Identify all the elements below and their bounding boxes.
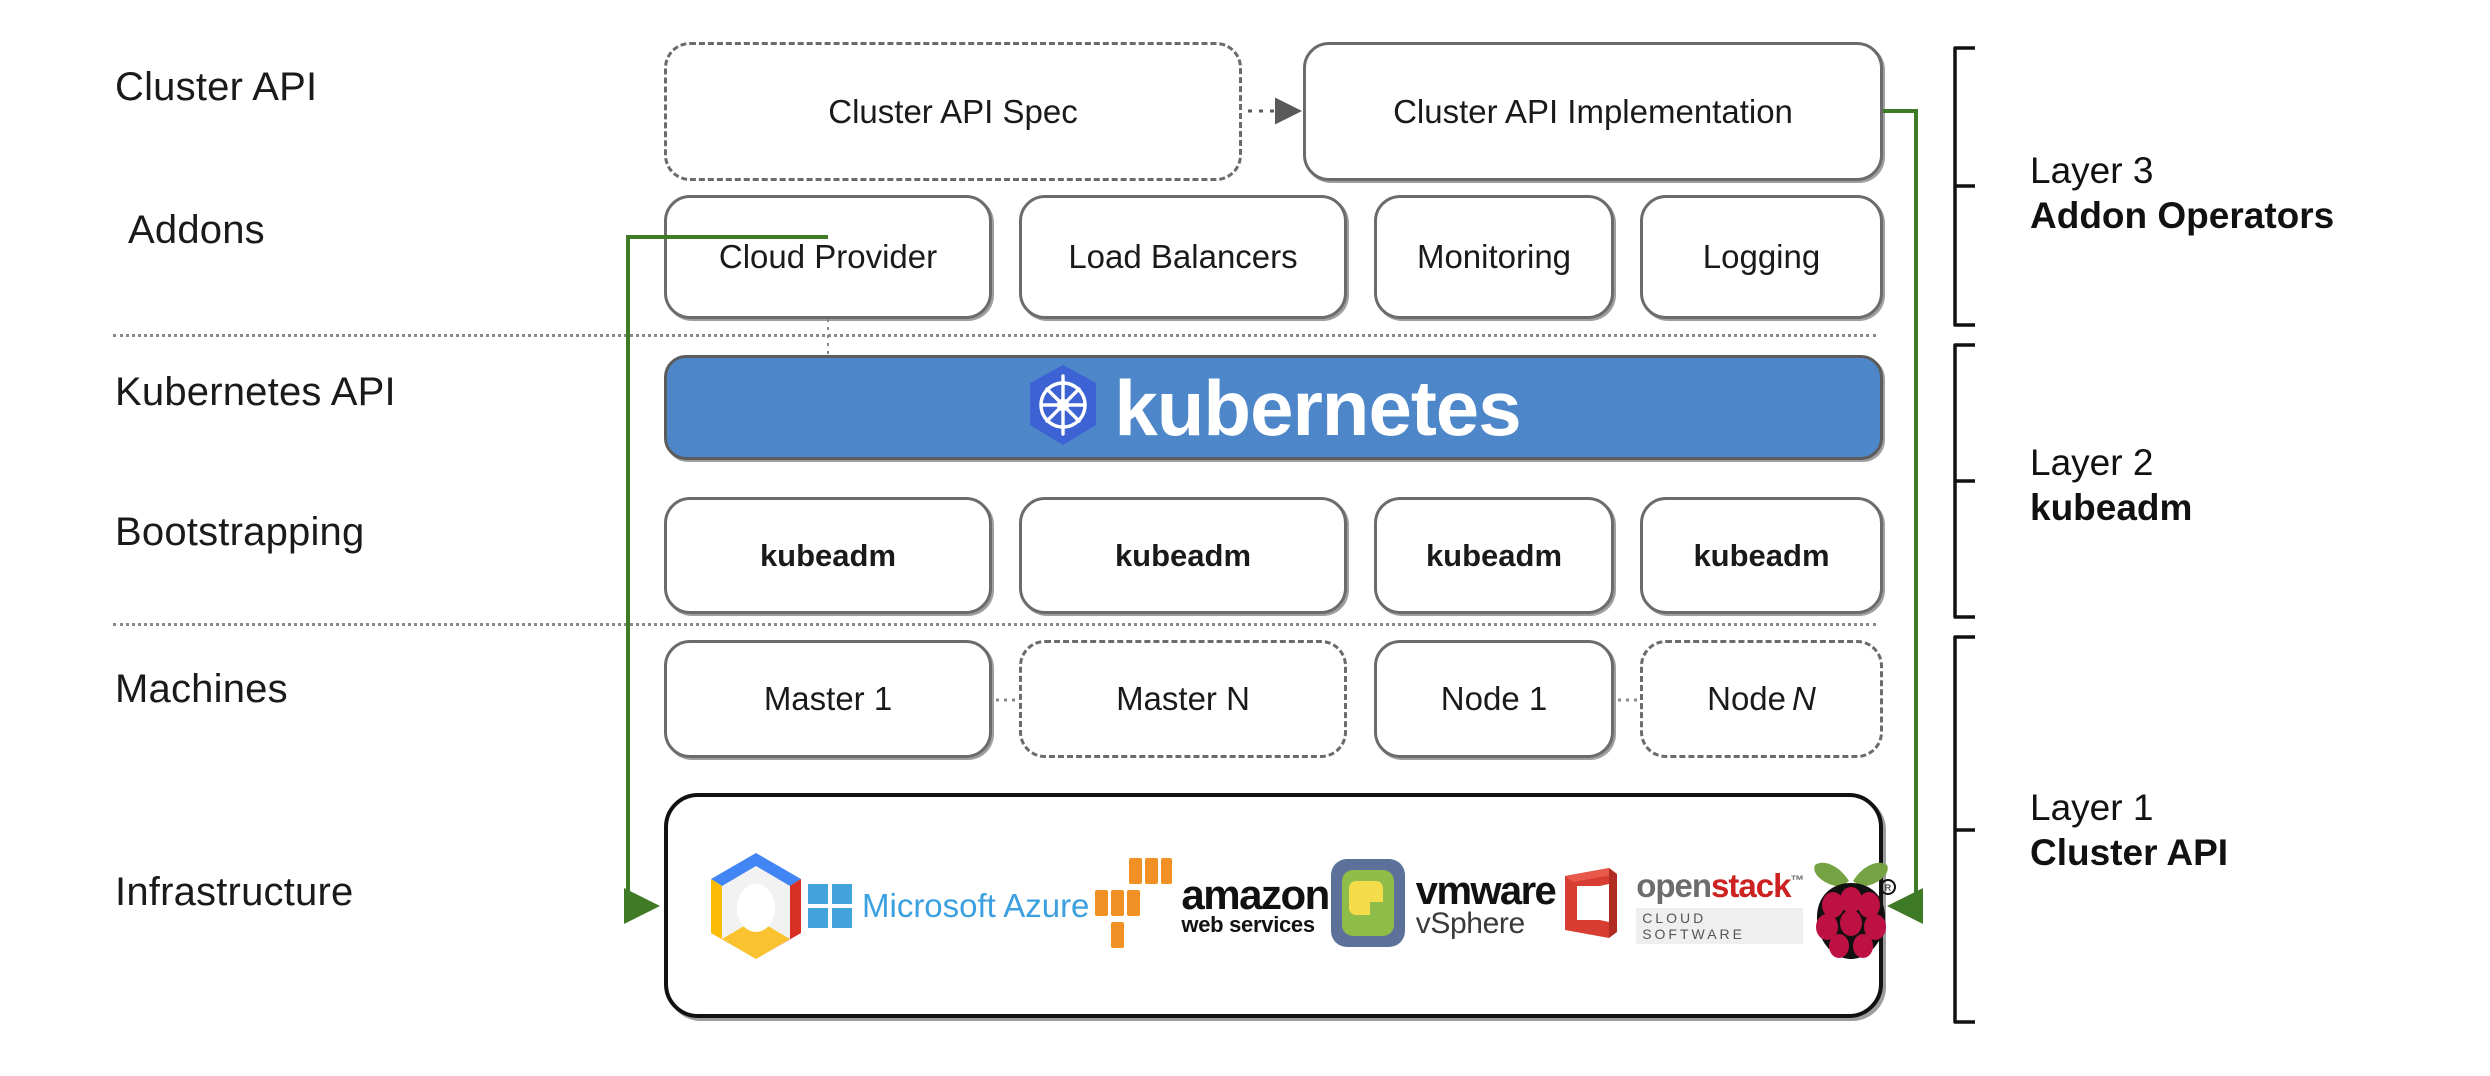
- node-label: kubeadm: [1114, 537, 1252, 573]
- node-cluster-api-spec[interactable]: Cluster API Spec: [664, 42, 1242, 181]
- node-kubeadm-3[interactable]: kubeadm: [1374, 497, 1614, 614]
- node-label: kubeadm: [1693, 537, 1830, 573]
- row-label-infrastructure: Infrastructure: [115, 870, 354, 914]
- node-addon-monitoring[interactable]: Monitoring: [1374, 195, 1614, 319]
- openstack-open-label: open: [1636, 867, 1712, 904]
- node-machine-node-1[interactable]: Node 1: [1374, 640, 1614, 758]
- row-label-cluster-api: Cluster API: [115, 65, 318, 109]
- vsphere-tile-icon: [1329, 857, 1407, 954]
- logo-raspberry-pi: R: [1803, 847, 1899, 965]
- node-label: Master 1: [763, 680, 893, 717]
- aws-primary-label: amazon: [1181, 871, 1330, 919]
- node-label: kubeadm: [759, 537, 897, 573]
- node-label-italic: N: [1792, 680, 1816, 717]
- node-addon-load-balancers[interactable]: Load Balancers: [1019, 195, 1347, 319]
- kubernetes-api-banner[interactable]: kubernetes: [664, 355, 1883, 460]
- layer-label-1: Layer 1 Cluster API: [2030, 785, 2228, 875]
- bracket-layer-3: [1953, 46, 1975, 327]
- node-kubeadm-1[interactable]: kubeadm: [664, 497, 992, 614]
- layer-1-subtitle: Cluster API: [2030, 832, 2229, 874]
- layer-label-3: Layer 3 Addon Operators: [2030, 148, 2334, 238]
- node-label: Logging: [1702, 238, 1821, 275]
- layer-label-2: Layer 2 kubeadm: [2030, 440, 2192, 530]
- openstack-secondary-label: CLOUD SOFTWARE: [1636, 908, 1804, 944]
- node-label: Cloud Provider: [718, 238, 938, 275]
- microsoft-window-icon: [808, 883, 852, 928]
- node-label: Cluster API Implementation: [1393, 92, 1793, 130]
- layer-2-name: Layer 2: [2030, 442, 2154, 483]
- node-kubeadm-4[interactable]: kubeadm: [1640, 497, 1883, 614]
- node-cluster-api-implementation[interactable]: Cluster API Implementation: [1303, 42, 1883, 181]
- layer-3-subtitle: Addon Operators: [2030, 195, 2335, 237]
- green-path-implementation-to-infrastructure: [1883, 109, 1923, 924]
- node-label: Monitoring: [1416, 238, 1572, 275]
- aws-secondary-label: web services: [1181, 912, 1315, 937]
- node-machine-master-1[interactable]: Master 1: [664, 640, 992, 758]
- provider-logo-strip: Microsoft Azure: [668, 847, 1897, 965]
- node-label: Master N: [1116, 680, 1250, 717]
- divider-layer3-layer2: [113, 334, 1876, 337]
- row-label-addons: Addons: [128, 208, 265, 252]
- row-label-bootstrapping: Bootstrapping: [115, 510, 365, 554]
- logo-amazon-web-services: amazon web services: [1089, 852, 1330, 959]
- bracket-layer-1: [1953, 635, 1975, 1024]
- row-label-kubernetes-api: Kubernetes API: [115, 370, 396, 414]
- svg-text:R: R: [1885, 883, 1892, 893]
- layer-2-subtitle: kubeadm: [2030, 487, 2193, 529]
- kubernetes-wordmark: kubernetes: [1114, 363, 1521, 452]
- openstack-tm-label: ™: [1790, 872, 1804, 888]
- row-label-machines: Machines: [115, 667, 288, 711]
- layer-1-name: Layer 1: [2030, 787, 2154, 828]
- node-addon-logging[interactable]: Logging: [1640, 195, 1883, 319]
- logo-openstack: openstack™ CLOUD SOFTWARE: [1555, 860, 1804, 951]
- node-label: Cluster API Spec: [828, 92, 1078, 130]
- divider-layer2-layer1: [113, 623, 1876, 626]
- node-label: Node: [1707, 680, 1787, 717]
- node-label: kubeadm: [1425, 537, 1563, 573]
- node-label: Node 1: [1440, 680, 1548, 717]
- node-kubeadm-2[interactable]: kubeadm: [1019, 497, 1347, 614]
- node-label: Load Balancers: [1068, 238, 1298, 275]
- logo-vmware-vsphere: vmware vSphere: [1329, 857, 1557, 954]
- openstack-block-icon: [1555, 860, 1627, 951]
- node-addon-cloud-provider[interactable]: Cloud Provider: [664, 195, 992, 319]
- logo-google-cloud-platform: [704, 850, 808, 962]
- aws-cubes-icon: [1089, 852, 1175, 959]
- logo-microsoft-azure: Microsoft Azure: [808, 883, 1090, 928]
- vmware-secondary-label: vSphere: [1415, 907, 1525, 941]
- bracket-layer-2: [1953, 343, 1975, 619]
- kubernetes-helm-icon: [1026, 363, 1100, 452]
- layer-3-name: Layer 3: [2030, 150, 2154, 191]
- infrastructure-box[interactable]: Microsoft Azure: [664, 793, 1897, 1018]
- azure-label: Microsoft Azure: [862, 886, 1090, 924]
- node-machine-master-n[interactable]: Master N: [1019, 640, 1347, 758]
- vmware-primary-label: vmware: [1415, 869, 1557, 914]
- openstack-stack-label: stack: [1711, 867, 1791, 904]
